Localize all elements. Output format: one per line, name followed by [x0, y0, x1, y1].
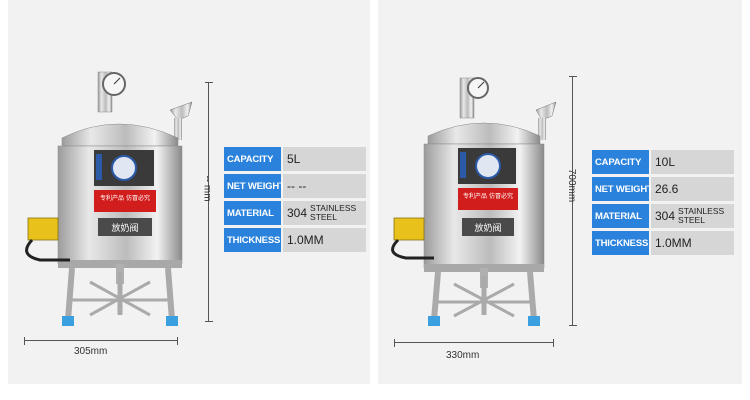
- spec-label: NET WEIGHT: [224, 174, 285, 198]
- spec-value: 5L: [283, 147, 366, 171]
- material-grade: 304: [287, 206, 308, 220]
- banner-text: 专利产品 仿冒必究: [463, 192, 513, 200]
- spec-label: CAPACITY: [224, 147, 281, 171]
- spec-row-thickness: THICKNESS 1.0MM: [592, 231, 734, 255]
- spec-label: MATERIAL: [592, 204, 649, 228]
- spec-label: CAPACITY: [592, 150, 649, 174]
- banner-text: 专利产品 仿冒必究: [100, 194, 150, 202]
- height-dimension-line: [569, 76, 577, 326]
- height-dimension-label: -- mm: [201, 175, 213, 202]
- spec-label: MATERIAL: [224, 201, 281, 225]
- pasteurizer-tank-image: 专利产品 仿冒必究 放奶阀: [391, 77, 557, 326]
- spec-table: CAPACITY 10L NET WEIGHT 26.6 MATERIAL 30…: [592, 150, 734, 258]
- pasteurizer-tank-image: 专利产品 仿冒必究 放奶阀: [25, 71, 193, 326]
- height-dimension-line: [205, 82, 213, 322]
- spec-row-net-weight: NET WEIGHT -- --: [224, 174, 366, 198]
- spec-row-thickness: THICKNESS 1.0MM: [224, 228, 366, 252]
- width-dimension-label: 305mm: [74, 346, 108, 357]
- spec-label: THICKNESS: [224, 228, 281, 252]
- spec-row-capacity: CAPACITY 5L: [224, 147, 366, 171]
- spec-value: -- --: [283, 174, 366, 198]
- spec-table: CAPACITY 5L NET WEIGHT -- -- MATERIAL 30…: [224, 147, 366, 255]
- width-dimension-line: [394, 339, 554, 347]
- spec-value: 10L: [651, 150, 734, 174]
- spec-value: 1.0MM: [283, 228, 366, 252]
- width-dimension-label: 330mm: [446, 350, 480, 361]
- product-panel-5l: 专利产品 仿冒必究 放奶阀 -- mm 305mm CAPACITY 5L NE…: [8, 0, 370, 384]
- spec-label: NET WEIGHT: [592, 177, 653, 201]
- product-panel-10l: 专利产品 仿冒必究 放奶阀 700mm 330mm CAPACITY 10L N…: [378, 0, 742, 384]
- spec-row-net-weight: NET WEIGHT 26.6: [592, 177, 734, 201]
- spec-row-capacity: CAPACITY 10L: [592, 150, 734, 174]
- spec-value: 26.6: [651, 177, 734, 201]
- valve-sign-text: 放奶阀: [474, 222, 501, 234]
- valve-sign-text: 放奶阀: [111, 222, 138, 234]
- width-dimension-line: [24, 337, 178, 345]
- spec-value: 1.0MM: [651, 231, 734, 255]
- spec-label: THICKNESS: [592, 231, 649, 255]
- material-grade: 304: [655, 209, 676, 223]
- height-dimension-label: 700mm: [566, 168, 578, 203]
